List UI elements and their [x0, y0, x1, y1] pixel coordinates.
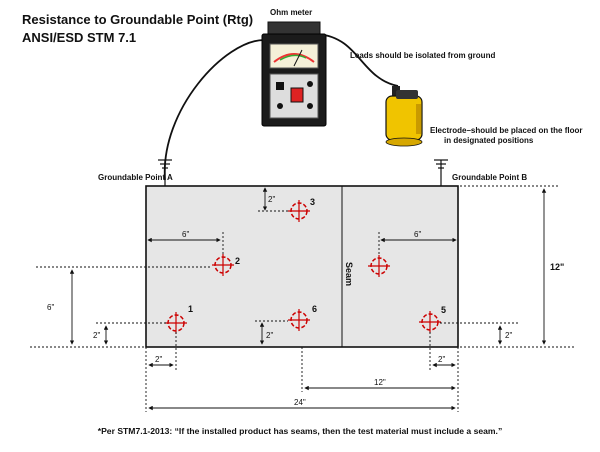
dim-bottom-right-2: 2"	[438, 355, 445, 364]
groundable-point-b-label: Groundable Point B	[452, 173, 527, 182]
seam-label: Seam	[344, 262, 354, 286]
groundable-point-a-label: Groundable Point A	[98, 173, 173, 182]
electrode-label-line2: in designated positions	[444, 136, 534, 145]
target-icon-seam	[368, 255, 390, 277]
dim-bottom-24: 24"	[294, 398, 306, 407]
position-5-label: 5	[441, 305, 446, 315]
dim-bottom-12: 12"	[374, 378, 386, 387]
position-1-label: 1	[188, 304, 193, 314]
ground-icon-a	[158, 159, 172, 186]
dimension-lines	[30, 185, 575, 412]
leads-label: Leads should be isolated from ground	[350, 51, 495, 60]
target-icon-1	[165, 312, 187, 334]
dim-right-2-vert: 2"	[505, 331, 512, 340]
dim-right-12: 12"	[550, 262, 564, 272]
position-6-label: 6	[312, 304, 317, 314]
dim-mid-2-vert: 2"	[266, 331, 273, 340]
ohm-meter-icon	[261, 21, 327, 127]
target-icon-5	[419, 311, 441, 333]
target-icon-2	[212, 254, 234, 276]
diagram-title: Resistance to Groundable Point (Rtg)	[22, 12, 253, 27]
dim-left-6-vert: 6"	[47, 303, 54, 312]
target-icon-6	[288, 309, 310, 331]
footnote: *Per STM7.1-2013: “If the installed prod…	[98, 426, 503, 436]
target-icon-3	[288, 200, 310, 222]
electrode-label-line1: Electrode–should be placed on the floor	[430, 126, 582, 135]
lead-cable-b	[317, 33, 399, 87]
position-2-label: 2	[235, 256, 240, 266]
dim-left-6: 6"	[182, 230, 189, 239]
position-3-label: 3	[310, 197, 315, 207]
dim-right-6: 6"	[414, 230, 421, 239]
test-material-panel	[145, 185, 459, 348]
dim-left-2-vert: 2"	[93, 331, 100, 340]
ground-icon-b	[434, 159, 448, 186]
lead-cable-a	[164, 39, 265, 181]
dim-top-2: 2"	[268, 195, 275, 204]
ohm-meter-label: Ohm meter	[270, 8, 312, 17]
diagram-subtitle: ANSI/ESD STM 7.1	[22, 30, 136, 45]
electrode-icon	[385, 86, 423, 147]
dim-bottom-left-2: 2"	[155, 355, 162, 364]
